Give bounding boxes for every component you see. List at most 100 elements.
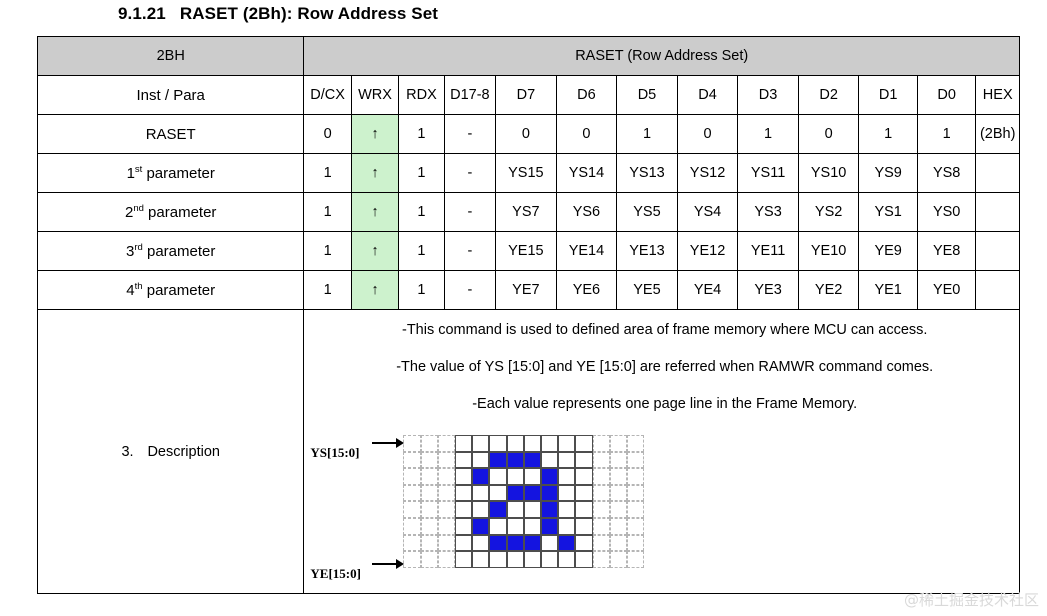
row-label-param-3: 3rd parameter <box>36 231 305 271</box>
cell-d6: YE14 <box>555 231 618 271</box>
memory-cell-off <box>506 518 524 535</box>
table-title-right: RASET (Row Address Set) <box>303 36 1020 76</box>
memory-cell-outside <box>627 484 645 502</box>
memory-cell-outside <box>627 501 645 518</box>
memory-cell-off <box>558 518 576 535</box>
memory-cell-on <box>472 468 490 485</box>
memory-cell-off <box>489 518 507 535</box>
cell-rdx: 1 <box>398 270 445 310</box>
cell-d0: YS8 <box>916 153 977 193</box>
memory-cell-on <box>558 534 576 552</box>
memory-cell-on <box>489 451 507 469</box>
cell-d4: YE4 <box>676 270 739 310</box>
memory-cell-off <box>472 551 490 568</box>
cell-d1: YE9 <box>858 231 918 271</box>
row-label-param-1: 1st parameter <box>36 153 305 193</box>
memory-cell-outside <box>592 451 610 469</box>
memory-cell-off <box>455 484 473 502</box>
param-word: parameter <box>142 165 215 182</box>
memory-cell-off <box>558 551 576 568</box>
row-label-param-4: 4th parameter <box>36 270 305 310</box>
column-header-d3: D3 <box>737 75 799 115</box>
cell-rdx: 1 <box>398 231 445 271</box>
param-word: parameter <box>142 282 216 299</box>
column-header-d5: D5 <box>616 75 678 115</box>
memory-cell-off <box>575 534 593 552</box>
memory-cell-on <box>506 534 524 552</box>
param-ordinal-suffix: th <box>134 281 143 292</box>
row-label-param-2: 2nd parameter <box>36 192 305 232</box>
memory-cell-outside <box>592 501 610 518</box>
cell-d2: 0 <box>797 114 860 154</box>
memory-cell-outside <box>627 518 645 535</box>
memory-cell-off <box>575 468 593 485</box>
memory-cell-off <box>455 501 473 518</box>
memory-cell-on <box>506 484 524 502</box>
cell-d0: YS0 <box>916 192 977 232</box>
cell-d6: YS14 <box>555 153 618 193</box>
ye-range-label: YE[15:0] <box>310 566 361 581</box>
memory-cell-off <box>489 468 507 485</box>
memory-cell-on <box>541 501 559 518</box>
memory-cell-outside <box>609 451 627 469</box>
cell-rdx: 1 <box>398 153 445 193</box>
column-header-wrx: WRX <box>350 75 400 115</box>
cell-wrx: ↑ <box>350 192 400 232</box>
memory-cell-off <box>541 551 559 568</box>
param-ordinal-suffix: st <box>134 164 143 175</box>
cell-wrx: ↑ <box>350 270 400 310</box>
param-ordinal-suffix: rd <box>134 242 143 253</box>
memory-cell-outside <box>403 451 421 469</box>
raset-command-table: 2BH RASET (Row Address Set) Inst / Para … <box>36 36 1020 594</box>
table-header-row: Inst / Para D/CX WRX RDX D17-8 D7 D6 D5 … <box>36 75 1020 115</box>
memory-cell-outside <box>627 451 645 469</box>
memory-cell-off <box>575 435 593 452</box>
cell-dcx: 1 <box>303 153 352 193</box>
memory-cell-off <box>489 551 507 568</box>
column-header-dcx: D/CX <box>303 75 352 115</box>
memory-cell-outside <box>592 534 610 552</box>
param-ordinal: 1 <box>126 165 135 182</box>
memory-cell-outside <box>592 468 610 485</box>
memory-cell-on <box>523 484 541 502</box>
memory-cell-outside <box>403 534 421 552</box>
memory-cell-outside <box>420 468 438 485</box>
table-row: RASET 0 ↑ 1 - 0 0 1 0 1 0 1 1 (2Bh) <box>36 114 1020 154</box>
cell-dcx: 1 <box>303 192 352 232</box>
cell-d5: YE5 <box>616 270 678 310</box>
description-line: -Each value represents one page line in … <box>472 396 858 412</box>
column-header-inst-para: Inst / Para <box>36 75 305 115</box>
cell-d3: 1 <box>737 114 799 154</box>
cell-d17-8: - <box>443 153 497 193</box>
cell-d1: YE1 <box>858 270 918 310</box>
memory-cell-on <box>541 468 559 485</box>
memory-cell-outside <box>609 468 627 485</box>
column-header-d2: D2 <box>797 75 860 115</box>
cell-d4: 0 <box>676 114 739 154</box>
cell-d17-8: - <box>443 114 497 154</box>
memory-cell-on <box>523 534 541 552</box>
cell-hex <box>975 231 1020 271</box>
memory-cell-outside <box>437 468 455 485</box>
cell-hex <box>975 192 1020 232</box>
cell-d7: YE7 <box>495 270 557 310</box>
memory-cell-off <box>489 435 507 452</box>
memory-cell-outside <box>609 518 627 535</box>
memory-cell-outside <box>420 484 438 502</box>
memory-cell-off <box>558 451 576 469</box>
cell-d5: YE13 <box>616 231 678 271</box>
description-content-cell: -This command is used to defined area of… <box>303 309 1020 594</box>
param-ordinal: 3 <box>126 243 135 260</box>
memory-cell-on <box>541 518 559 535</box>
memory-cell-outside <box>437 484 455 502</box>
cell-hex: (2Bh) <box>975 114 1020 154</box>
cell-d1: YS1 <box>858 192 918 232</box>
memory-cell-on <box>489 501 507 518</box>
memory-cell-off <box>455 435 473 452</box>
memory-cell-outside <box>592 435 610 452</box>
memory-cell-outside <box>420 435 438 452</box>
cell-d17-8: - <box>443 192 497 232</box>
param-ordinal: 4 <box>126 282 135 299</box>
memory-cell-outside <box>609 551 627 568</box>
